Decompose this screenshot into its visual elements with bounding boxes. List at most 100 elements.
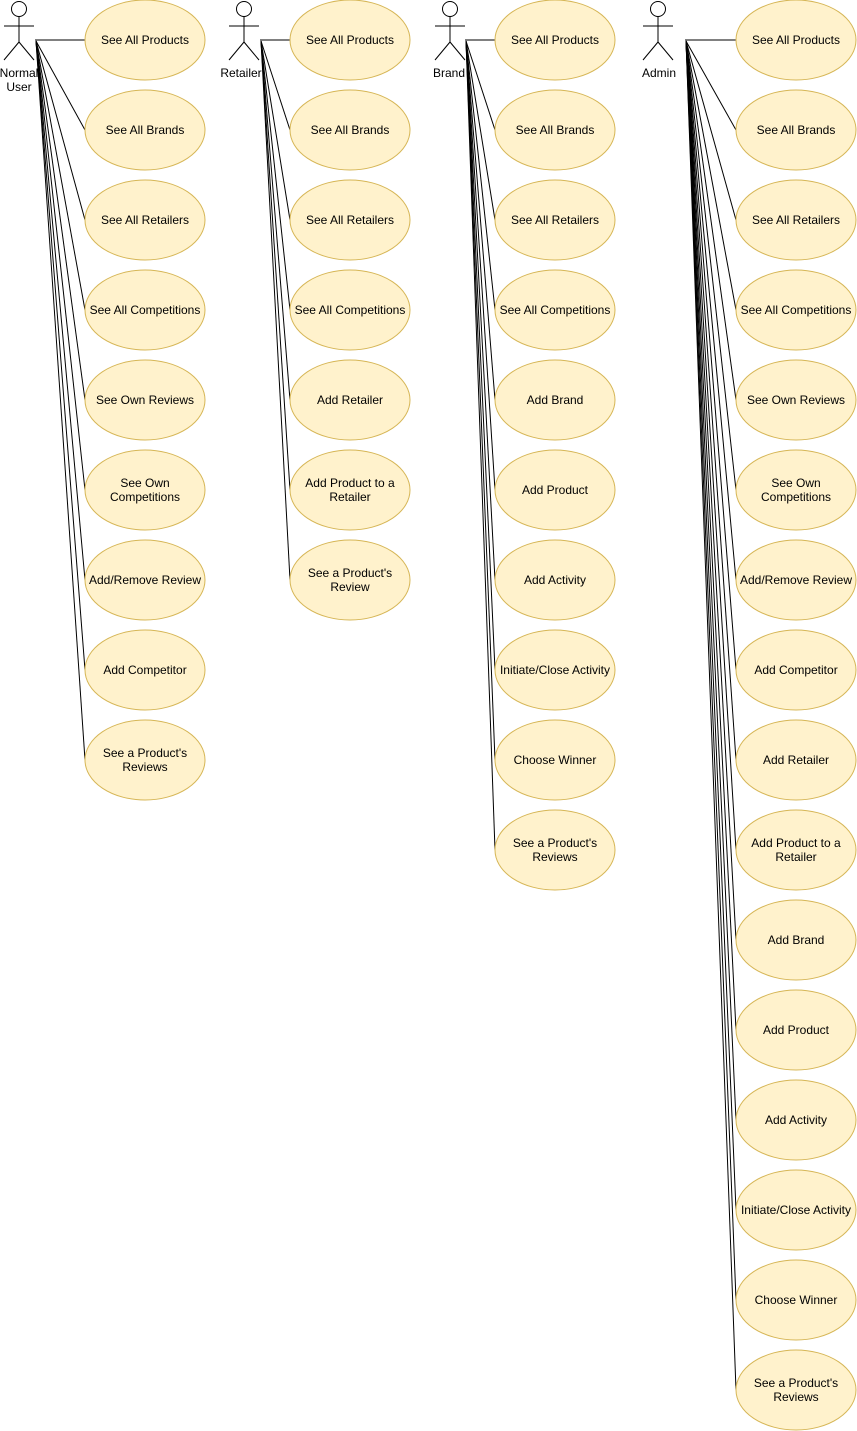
use-case-normal-user-see-all-competitions[interactable]: See All Competitions bbox=[84, 269, 206, 351]
actor-admin[interactable]: Admin bbox=[642, 1, 676, 81]
association-line-admin-choose-winner bbox=[685, 40, 737, 1301]
use-case-ellipse bbox=[289, 179, 411, 261]
actor-brand[interactable]: Brand bbox=[433, 1, 466, 81]
association-line-admin-see-all-brands bbox=[685, 40, 737, 131]
actor-left-leg bbox=[228, 41, 245, 61]
association-line-normal-user-see-own-competitions bbox=[35, 40, 86, 491]
use-case-admin-initiate-close-activity[interactable]: Initiate/Close Activity bbox=[735, 1169, 857, 1251]
use-case-admin-add-competitor[interactable]: Add Competitor bbox=[735, 629, 857, 711]
use-case-admin-add-brand[interactable]: Add Brand bbox=[735, 899, 857, 981]
connector-layer bbox=[35, 39, 737, 1391]
use-case-admin-see-all-competitions[interactable]: See All Competitions bbox=[735, 269, 857, 351]
use-case-admin-add-remove-review[interactable]: Add/Remove Review bbox=[735, 539, 857, 621]
use-case-ellipse bbox=[494, 89, 616, 171]
use-case-ellipse bbox=[494, 809, 616, 891]
use-case-admin-choose-winner[interactable]: Choose Winner bbox=[735, 1259, 857, 1341]
use-case-ellipse bbox=[289, 269, 411, 351]
use-case-label: See All Competitions bbox=[500, 303, 611, 317]
use-case-ellipse bbox=[289, 449, 411, 531]
use-case-label: Retailer bbox=[329, 490, 370, 504]
association-line-brand-initiate-close-activity bbox=[465, 40, 496, 671]
use-case-label: Add Activity bbox=[765, 1113, 827, 1127]
use-case-label: Add Product bbox=[522, 483, 589, 497]
use-case-ellipse bbox=[289, 359, 411, 441]
actor-label-normal-user: Normal bbox=[0, 66, 38, 80]
use-case-brand-add-brand[interactable]: Add Brand bbox=[494, 359, 616, 441]
association-line-normal-user-add-competitor bbox=[35, 40, 86, 671]
use-case-ellipse bbox=[735, 989, 857, 1071]
use-case-label: Choose Winner bbox=[514, 753, 597, 767]
actor-retailer[interactable]: Retailer bbox=[220, 1, 262, 81]
use-case-retailer-see-all-competitions[interactable]: See All Competitions bbox=[289, 269, 411, 351]
use-case-ellipse bbox=[735, 809, 857, 891]
association-line-normal-user-see-all-retailers bbox=[35, 40, 86, 221]
use-case-label: Reviews bbox=[773, 1390, 818, 1404]
use-case-brand-initiate-close-activity[interactable]: Initiate/Close Activity bbox=[494, 629, 616, 711]
use-case-label: Reviews bbox=[532, 850, 577, 864]
use-case-label: Add Brand bbox=[527, 393, 584, 407]
use-case-normal-user-see-own-reviews[interactable]: See Own Reviews bbox=[84, 359, 206, 441]
use-case-ellipse bbox=[735, 629, 857, 711]
use-case-normal-user-add-competitor[interactable]: Add Competitor bbox=[84, 629, 206, 711]
use-case-ellipse bbox=[494, 359, 616, 441]
use-case-label: Initiate/Close Activity bbox=[741, 1203, 851, 1217]
use-case-brand-add-activity[interactable]: Add Activity bbox=[494, 539, 616, 621]
use-case-label: See a Product's bbox=[754, 1376, 838, 1390]
use-case-normal-user-see-all-retailers[interactable]: See All Retailers bbox=[84, 179, 206, 261]
use-case-ellipse bbox=[494, 0, 616, 81]
use-case-label: Competitions bbox=[110, 490, 180, 504]
use-case-ellipse bbox=[735, 899, 857, 981]
use-case-ellipse bbox=[735, 449, 857, 531]
use-case-ellipse bbox=[735, 1259, 857, 1341]
association-line-admin-add-product-to-a-retailer bbox=[685, 40, 737, 851]
association-line-admin-add-brand bbox=[685, 40, 737, 941]
use-case-brand-see-all-products[interactable]: See All Products bbox=[494, 0, 616, 81]
use-case-normal-user-add-remove-review[interactable]: Add/Remove Review bbox=[84, 539, 206, 621]
use-case-ellipse bbox=[494, 449, 616, 531]
use-case-label: See All Brands bbox=[106, 123, 185, 137]
use-case-ellipse bbox=[84, 449, 206, 531]
association-line-retailer-add-product-to-a-retailer bbox=[260, 40, 291, 491]
use-case-ellipse bbox=[84, 539, 206, 621]
use-case-admin-see-all-brands[interactable]: See All Brands bbox=[735, 89, 857, 171]
use-case-label: See a Product's bbox=[513, 836, 597, 850]
use-case-brand-add-product[interactable]: Add Product bbox=[494, 449, 616, 531]
actor-label-brand: Brand bbox=[433, 66, 465, 80]
association-line-normal-user-see-a-product-s-reviews bbox=[35, 40, 86, 761]
actor-label-admin: Admin bbox=[642, 66, 676, 80]
use-case-admin-see-all-retailers[interactable]: See All Retailers bbox=[735, 179, 857, 261]
use-case-brand-choose-winner[interactable]: Choose Winner bbox=[494, 719, 616, 801]
use-case-ellipse bbox=[84, 0, 206, 81]
association-line-retailer-see-a-product-s-review bbox=[260, 40, 291, 581]
use-case-brand-see-all-retailers[interactable]: See All Retailers bbox=[494, 179, 616, 261]
use-case-retailer-add-retailer[interactable]: Add Retailer bbox=[289, 359, 411, 441]
use-case-label: See All Products bbox=[511, 33, 599, 47]
use-case-label: Review bbox=[330, 580, 370, 594]
association-line-retailer-add-retailer bbox=[260, 40, 291, 401]
use-case-retailer-see-all-products[interactable]: See All Products bbox=[289, 0, 411, 81]
use-case-admin-see-all-products[interactable]: See All Products bbox=[735, 0, 857, 81]
use-case-retailer-see-all-retailers[interactable]: See All Retailers bbox=[289, 179, 411, 261]
use-case-admin-see-own-reviews[interactable]: See Own Reviews bbox=[735, 359, 857, 441]
use-case-ellipse bbox=[735, 359, 857, 441]
use-case-admin-add-retailer[interactable]: Add Retailer bbox=[735, 719, 857, 801]
use-case-admin-add-product[interactable]: Add Product bbox=[735, 989, 857, 1071]
use-case-brand-see-all-brands[interactable]: See All Brands bbox=[494, 89, 616, 171]
use-case-ellipse bbox=[735, 539, 857, 621]
use-case-retailer-see-all-brands[interactable]: See All Brands bbox=[289, 89, 411, 171]
use-case-label: See All Competitions bbox=[295, 303, 406, 317]
use-case-normal-user-see-all-brands[interactable]: See All Brands bbox=[84, 89, 206, 171]
use-case-normal-user-see-all-products[interactable]: See All Products bbox=[84, 0, 206, 81]
use-case-admin-add-activity[interactable]: Add Activity bbox=[735, 1079, 857, 1161]
use-case-brand-see-all-competitions[interactable]: See All Competitions bbox=[494, 269, 616, 351]
association-line-brand-add-brand bbox=[465, 40, 496, 401]
